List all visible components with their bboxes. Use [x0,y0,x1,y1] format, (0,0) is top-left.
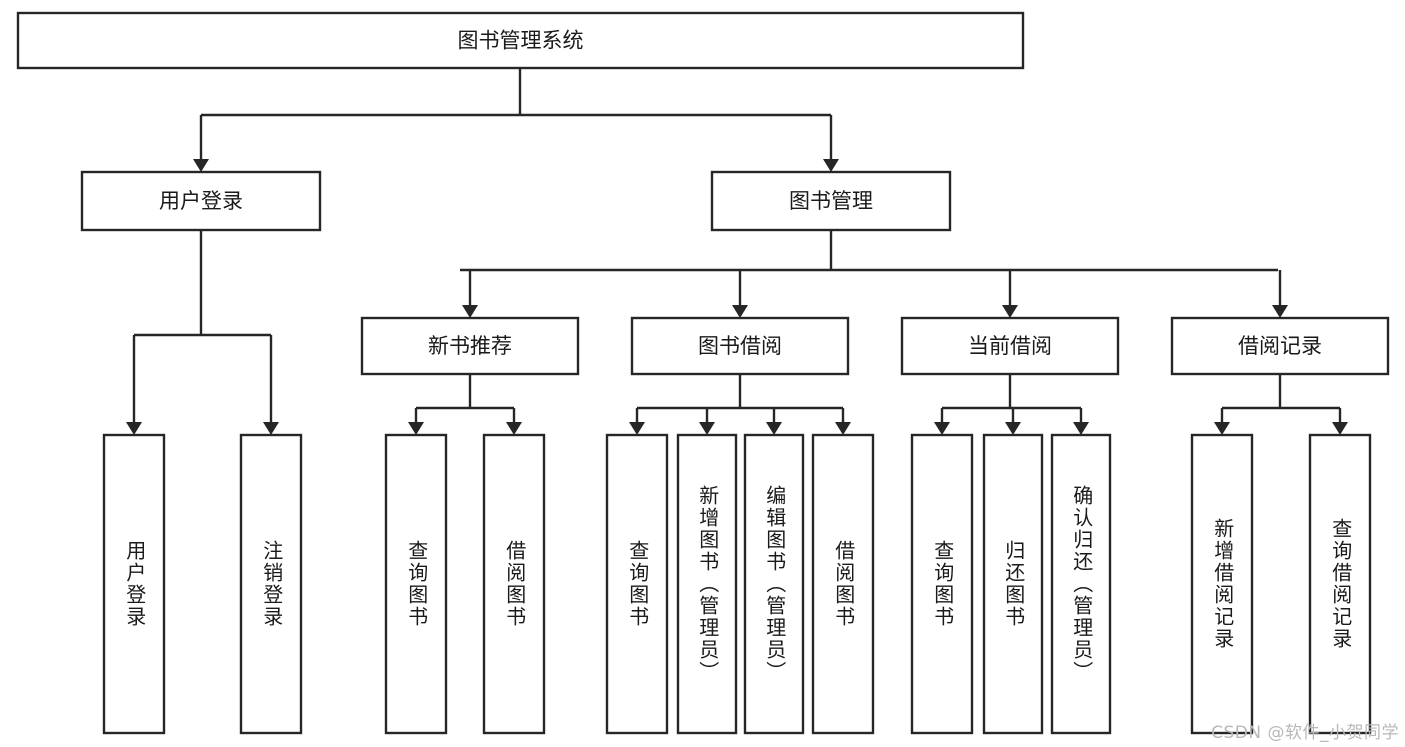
node-box-new-book-recommend[interactable] [360,316,580,376]
node-leaf-query-book-recommend[interactable] [384,433,448,735]
node-box-leaf-logout-login[interactable] [239,433,303,735]
connector-to-leaf-return-book-arrowhead [1005,422,1021,435]
node-box-leaf-query-book-borrow[interactable] [605,433,669,735]
node-box-leaf-add-borrow-record[interactable] [1190,433,1254,735]
connector-to-user-login-arrowhead [193,159,209,172]
node-current-borrow[interactable]: 当前借阅 [900,316,1120,376]
connector-to-leaf-borrow-book-arrowhead [835,422,851,435]
connector-to-leaf-confirm-return-arrowhead [1073,422,1089,435]
node-box-current-borrow[interactable] [900,316,1120,376]
node-box-leaf-query-book-recommend[interactable] [384,433,448,735]
node-label-borrow-record: 借阅记录 [1238,334,1322,358]
node-box-leaf-edit-book[interactable] [743,433,805,735]
node-box-user-login[interactable] [80,170,322,232]
connector-to-leaf-user-login-arrowhead [126,422,142,435]
connector-to-leaf-edit-book-arrowhead [766,422,782,435]
node-leaf-return-book[interactable] [982,433,1044,735]
node-box-leaf-add-book[interactable] [676,433,738,735]
node-leaf-add-borrow-record[interactable] [1190,433,1254,735]
node-borrow-record[interactable]: 借阅记录 [1170,316,1390,376]
node-box-leaf-borrow-book[interactable] [811,433,875,735]
node-box-book-borrow[interactable] [630,316,850,376]
node-label-current-borrow: 当前借阅 [968,334,1052,358]
node-user-login[interactable]: 用户登录 [80,170,322,232]
node-leaf-query-book-current[interactable] [910,433,974,735]
node-leaf-user-login[interactable] [102,433,166,735]
node-box-leaf-return-book[interactable] [982,433,1044,735]
connector-to-new-book-recommend-arrowhead [462,305,478,318]
node-box-leaf-user-login[interactable] [102,433,166,735]
node-box-leaf-borrow-book-recommend[interactable] [482,433,546,735]
node-label-user-login: 用户登录 [159,189,243,213]
node-label-root: 图书管理系统 [458,29,584,53]
node-book-manage[interactable]: 图书管理 [710,170,952,232]
connector-to-leaf-query-book-recommend-arrowhead [408,422,424,435]
connector-to-leaf-add-book-arrowhead [699,422,715,435]
node-label-new-book-recommend: 新书推荐 [428,334,512,358]
node-box-leaf-query-borrow-record[interactable] [1308,433,1372,735]
node-box-book-manage[interactable] [710,170,952,232]
node-box-leaf-confirm-return[interactable] [1050,433,1112,735]
node-leaf-logout-login[interactable] [239,433,303,735]
node-leaf-query-borrow-record[interactable] [1308,433,1372,735]
node-book-borrow[interactable]: 图书借阅 [630,316,850,376]
watermark-text: CSDN @软件_小贺同学 [1211,723,1399,743]
connector-to-leaf-add-borrow-record-arrowhead [1214,422,1230,435]
connector-to-borrow-record-arrowhead [1272,305,1288,318]
node-box-root[interactable] [16,11,1025,70]
node-leaf-confirm-return[interactable] [1050,433,1112,735]
node-root[interactable]: 图书管理系统 [16,11,1025,70]
connector-to-book-manage-arrowhead [823,159,839,172]
node-box-borrow-record[interactable] [1170,316,1390,376]
node-leaf-add-book[interactable] [676,433,738,735]
node-new-book-recommend[interactable]: 新书推荐 [360,316,580,376]
connector-to-current-borrow-arrowhead [1002,305,1018,318]
connector-to-leaf-query-book-current-arrowhead [934,422,950,435]
connector-to-book-borrow-arrowhead [732,305,748,318]
connector-to-leaf-borrow-book-recommend-arrowhead [506,422,522,435]
connectors-layer [126,68,1348,435]
connector-to-leaf-query-book-borrow-arrowhead [629,422,645,435]
node-label-book-borrow: 图书借阅 [698,334,782,358]
connector-to-leaf-query-borrow-record-arrowhead [1332,422,1348,435]
node-leaf-query-book-borrow[interactable] [605,433,669,735]
node-leaf-borrow-book-recommend[interactable] [482,433,546,735]
connector-to-leaf-logout-login-arrowhead [263,422,279,435]
node-leaf-edit-book[interactable] [743,433,805,735]
node-box-leaf-query-book-current[interactable] [910,433,974,735]
node-label-book-manage: 图书管理 [789,189,873,213]
node-leaf-borrow-book[interactable] [811,433,875,735]
